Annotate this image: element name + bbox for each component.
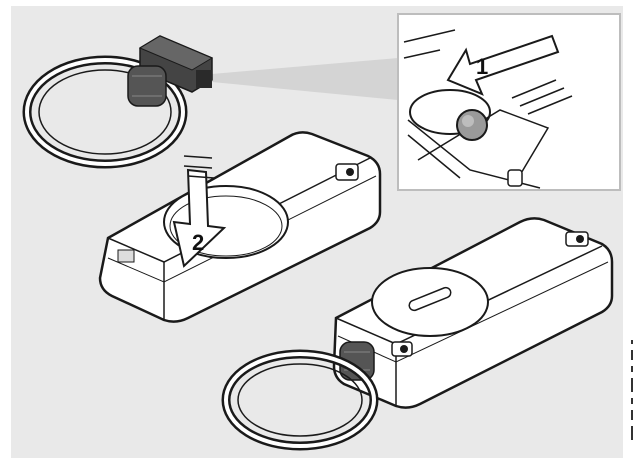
step-2-label: 2 — [192, 230, 204, 255]
step-1-label: 1 — [476, 54, 488, 79]
zoom-callout: 1 — [398, 14, 620, 190]
callout-frame — [398, 14, 620, 190]
